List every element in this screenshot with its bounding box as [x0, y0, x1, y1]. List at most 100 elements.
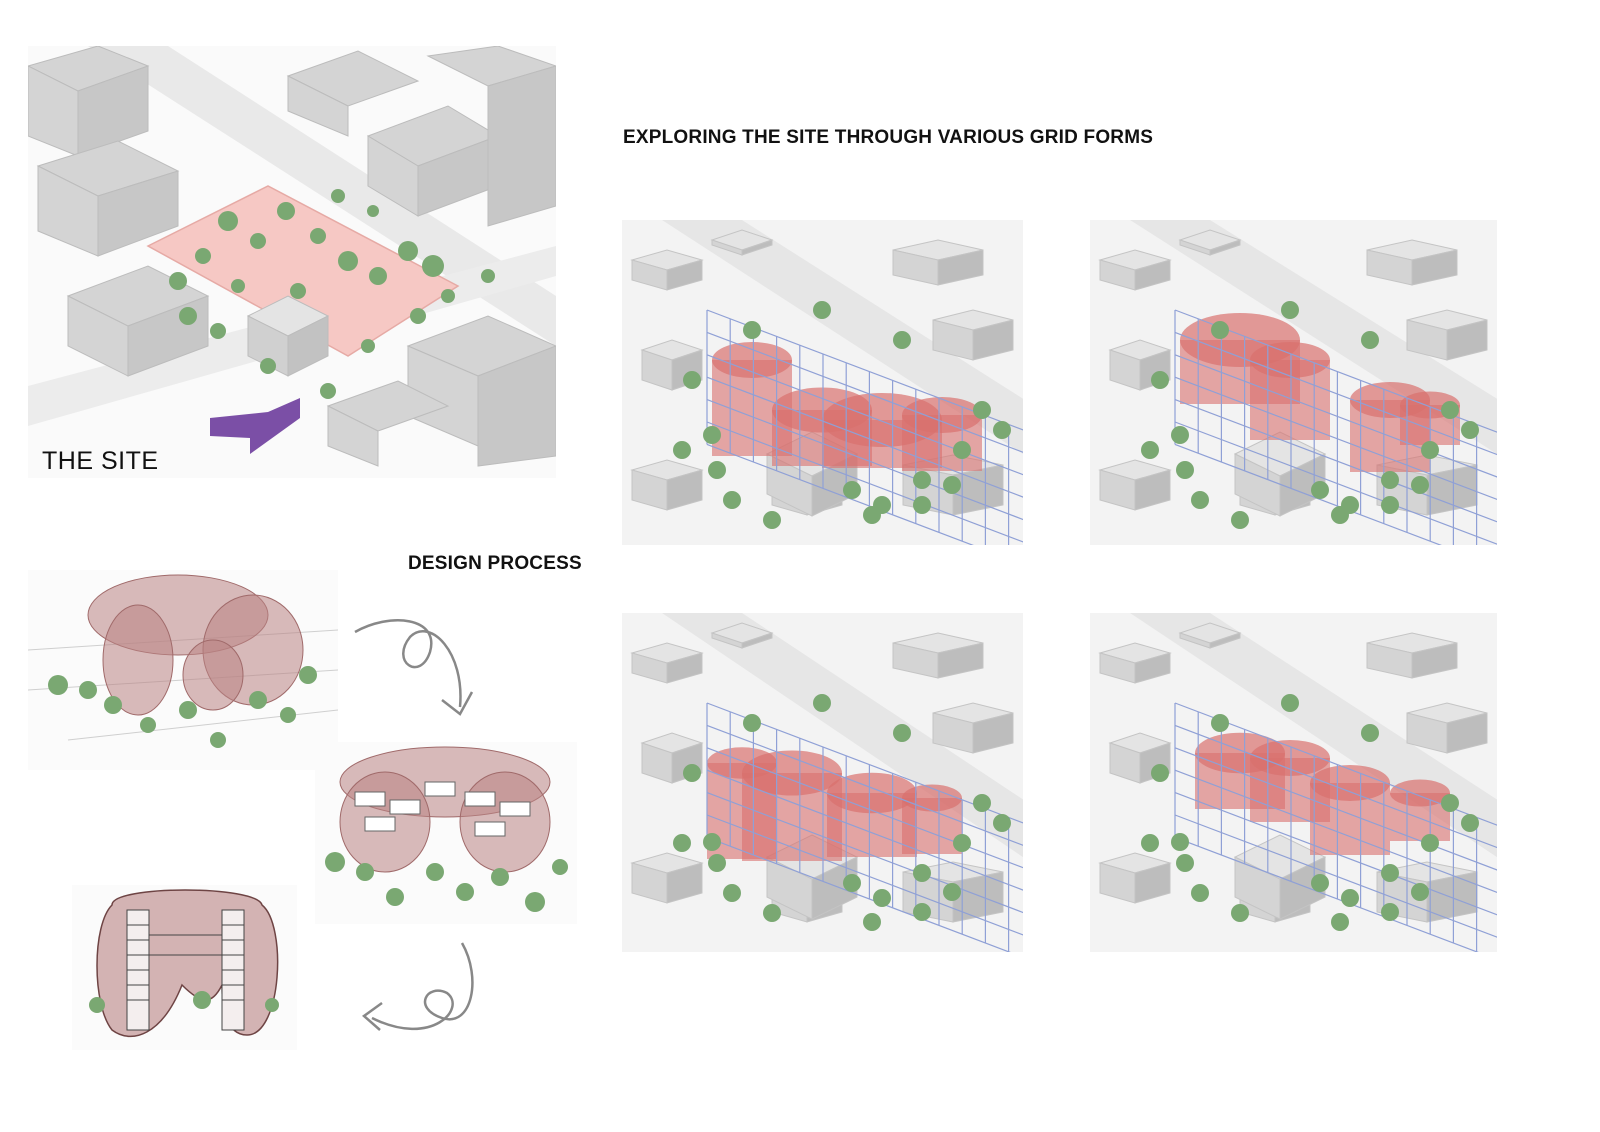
- design-sketch-1: [28, 570, 338, 770]
- tree: [813, 694, 831, 712]
- design-process-heading: DESIGN PROCESS: [408, 553, 582, 574]
- context-building: [937, 642, 984, 679]
- tree: [1361, 331, 1379, 349]
- site-map-panel: [28, 46, 556, 478]
- program-volume: [712, 342, 792, 378]
- cross-building: [246, 295, 330, 377]
- tree: [1341, 889, 1359, 907]
- tree: [1191, 884, 1209, 902]
- context-building: [1134, 862, 1171, 904]
- context-building: [1446, 712, 1488, 754]
- context-building: [1134, 652, 1171, 684]
- tree: [1411, 476, 1429, 494]
- tree: [708, 854, 726, 872]
- grid-form-option-1: [622, 220, 1023, 545]
- tree: [743, 321, 761, 339]
- tree: [953, 834, 971, 852]
- tree: [673, 441, 691, 459]
- curved-arrow-icon: [352, 938, 482, 1048]
- tree: [973, 794, 991, 812]
- tree: [1381, 903, 1399, 921]
- grid-form-drawing: [1098, 220, 1497, 545]
- tree: [1176, 854, 1194, 872]
- tree: [1281, 301, 1299, 319]
- program-volume: [742, 750, 842, 796]
- context-building: [1134, 469, 1171, 511]
- context-building: [741, 632, 773, 649]
- context-building: [1411, 249, 1458, 286]
- program-volume: [1250, 740, 1330, 776]
- tree: [723, 884, 741, 902]
- tree: [1441, 401, 1459, 419]
- tree: [763, 511, 781, 529]
- tree: [1381, 496, 1399, 514]
- context-building: [1209, 239, 1241, 256]
- tree: [1421, 834, 1439, 852]
- tree: [953, 441, 971, 459]
- tree: [683, 371, 701, 389]
- tree: [703, 833, 721, 851]
- tree: [1331, 506, 1349, 524]
- tree: [1171, 426, 1189, 444]
- tree: [1411, 883, 1429, 901]
- context-building: [1411, 642, 1458, 679]
- context-building: [972, 319, 1014, 361]
- tree: [1211, 714, 1229, 732]
- structural-grid: [1174, 309, 1497, 545]
- tree: [1361, 724, 1379, 742]
- grid-form-drawing: [630, 220, 1023, 545]
- context-building: [1134, 259, 1171, 291]
- tree: [763, 904, 781, 922]
- tree: [703, 426, 721, 444]
- tree: [1461, 814, 1479, 832]
- context-building: [952, 464, 1004, 516]
- site-title: THE SITE: [42, 447, 159, 475]
- tree: [673, 834, 691, 852]
- tree: [1381, 471, 1399, 489]
- tree: [683, 764, 701, 782]
- tree: [873, 889, 891, 907]
- tree: [723, 491, 741, 509]
- context-building: [937, 249, 984, 286]
- context-building: [972, 712, 1014, 754]
- tree: [843, 481, 861, 499]
- grid-form-option-2: [1090, 220, 1497, 545]
- context-building: [666, 469, 703, 511]
- entry-arrow-icon: [210, 398, 300, 454]
- tree: [1151, 764, 1169, 782]
- program-volume: [902, 397, 982, 433]
- site-trees: [169, 189, 495, 399]
- context-buildings: [28, 46, 556, 467]
- sketch-trees: [48, 666, 317, 748]
- tree: [1231, 511, 1249, 529]
- grid-form-drawing: [630, 613, 1023, 952]
- tree: [1176, 461, 1194, 479]
- site-axonometric-drawing: [28, 46, 556, 467]
- tree: [1311, 874, 1329, 892]
- tree: [1461, 421, 1479, 439]
- tree: [993, 814, 1011, 832]
- context-building: [666, 652, 703, 684]
- tree: [813, 301, 831, 319]
- tree: [863, 506, 881, 524]
- context-building: [1209, 632, 1241, 649]
- program-volume: [1310, 765, 1390, 801]
- grid-form-drawing: [1098, 613, 1497, 952]
- context-building: [741, 239, 773, 256]
- tree: [708, 461, 726, 479]
- tree: [913, 471, 931, 489]
- tree: [973, 401, 991, 419]
- tree: [1231, 904, 1249, 922]
- tree: [993, 421, 1011, 439]
- program-volume: [1250, 342, 1330, 378]
- tree: [743, 714, 761, 732]
- tree: [1151, 371, 1169, 389]
- context-building: [1446, 319, 1488, 361]
- tree: [913, 864, 931, 882]
- design-sketch-2: [315, 742, 577, 924]
- program-volume: [1390, 779, 1450, 807]
- tree: [1191, 491, 1209, 509]
- tree: [913, 496, 931, 514]
- structural-grid: [1174, 702, 1497, 952]
- tree: [1421, 441, 1439, 459]
